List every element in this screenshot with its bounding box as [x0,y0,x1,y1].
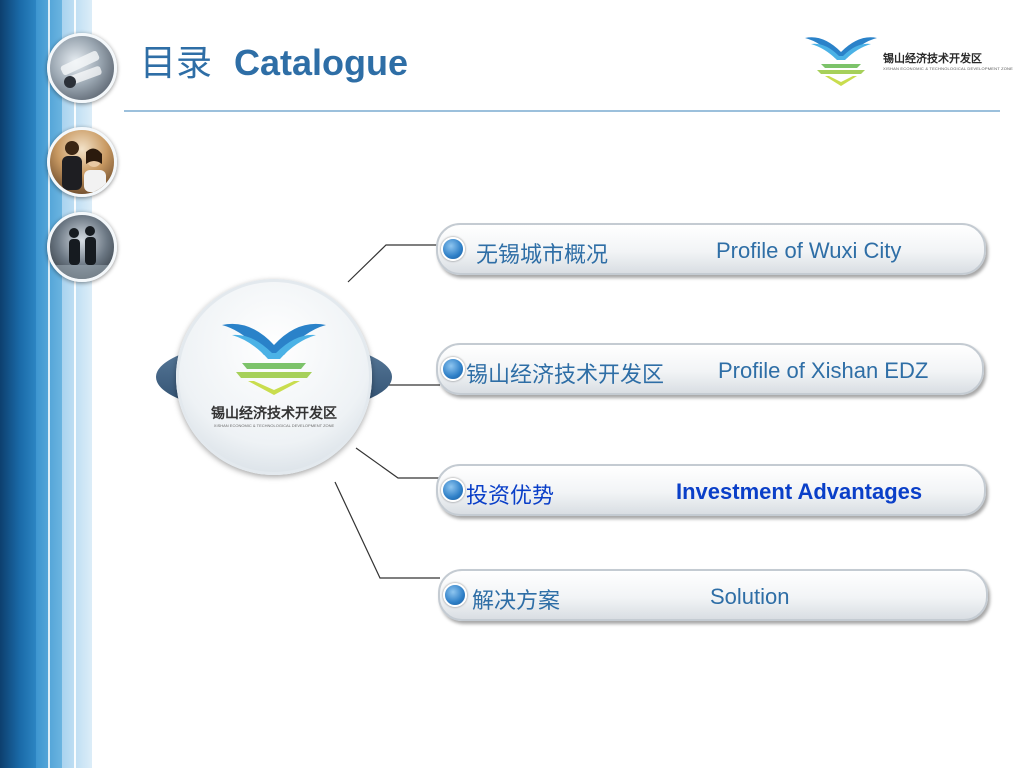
sidebar-stripe-dark [0,0,36,768]
photo-circle-documents [47,33,117,103]
brand-logo: 锡山经济技术开发区 XISHAN ECONOMIC & TECHNOLOGICA… [803,30,1013,90]
menu-item-xishan-profile[interactable]: 锡山经济技术开发区 Profile of Xishan EDZ [436,343,984,395]
page-title-zh: 目录 [140,42,213,83]
logo-subtitle: XISHAN ECONOMIC & TECHNOLOGICAL DEVELOPM… [883,66,1013,71]
menu-item-solution[interactable]: 解决方案 Solution [438,569,988,621]
menu-item-label-en: Profile of Wuxi City [716,238,902,263]
menu-item-label-en: Solution [710,584,790,609]
xishan-logo-icon [222,323,326,395]
sidebar-line [48,0,50,768]
photo-circle-walking-people [47,212,117,282]
emblem-name: 锡山经济技术开发区 [211,405,337,421]
menu-item-investment-advantages[interactable]: 投资优势 Investment Advantages [436,464,986,516]
blue-dot-icon [441,478,465,502]
menu-item-label-en: Investment Advantages [676,479,923,504]
menu-item-label-zh: 投资优势 [466,483,555,508]
sidebar-line [74,0,76,768]
page-title: 目录 Catalogue [140,34,408,86]
blue-dot-icon [441,237,465,261]
logo-name: 锡山经济技术开发区 [883,53,982,65]
menu-item-label-zh: 无锡城市概况 [476,242,609,267]
central-emblem [176,279,372,475]
menu-item-wuxi-profile[interactable]: 无锡城市概况 Profile of Wuxi City [436,223,986,275]
blue-dot-icon [441,357,465,381]
sidebar-stripes [0,0,92,768]
page-title-en: Catalogue [234,42,409,83]
menu-item-label-zh: 锡山经济技术开发区 [466,362,665,387]
title-divider [124,110,1000,112]
menu-item-label-en: Profile of Xishan EDZ [718,358,929,383]
menu-item-label-zh: 解决方案 [472,588,561,613]
photo-circle-business-people [47,127,117,197]
emblem-subtitle: XISHAN ECONOMIC & TECHNOLOGICAL DEVELOPM… [213,423,335,428]
blue-dot-icon [443,583,467,607]
xishan-logo-icon [805,37,877,86]
